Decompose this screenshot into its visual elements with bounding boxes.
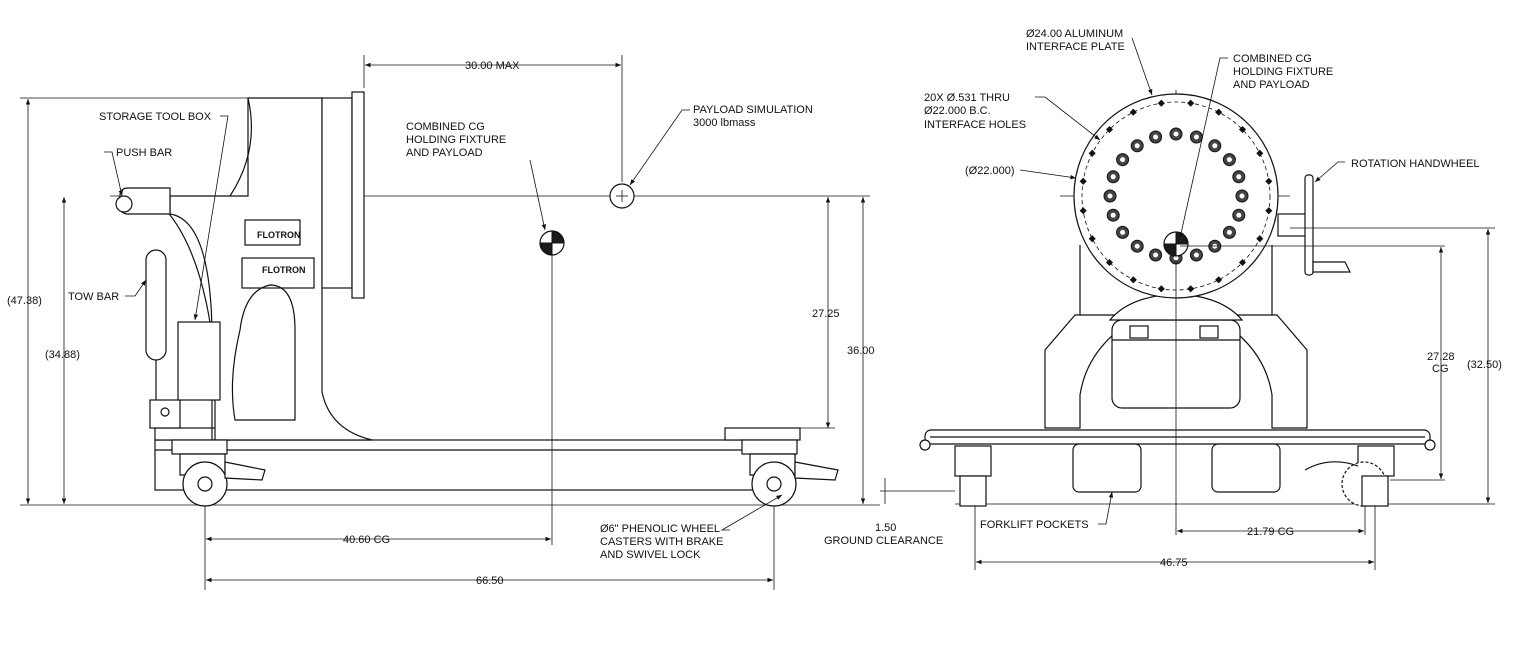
side-tow-bar [145,249,181,429]
side-caster-left [171,439,266,507]
logo-text-1: FLOTRON [257,230,301,240]
label-caster-line-1: Ø6" PHENOLIC WHEEL [600,523,720,535]
label-front-cg-line-3: AND PAYLOAD [1233,79,1310,91]
mounting-bolt [1149,248,1163,262]
dim-cg-height: 27.25 [812,308,840,320]
mounting-bolt [1103,189,1117,203]
label-bolt-circle: (Ø22.000) [965,165,1015,177]
front-caster-left [954,445,992,507]
logo-text-2: FLOTRON [262,265,306,275]
side-view [20,55,955,590]
side-caster-right [741,439,839,507]
label-payload-line-2: 3000 lbmass [693,117,756,129]
label-push-bar: PUSH BAR [116,147,172,159]
rotation-handwheel [1277,174,1351,276]
dim-front-overall-height: (32.50) [1467,359,1502,371]
label-combined-cg-line-2: HOLDING FIXTURE [406,134,506,146]
label-tow-bar: TOW BAR [68,291,119,303]
mounting-bolt [1149,130,1163,144]
mounting-bolt [1130,239,1144,253]
storage-tool-box-shape [177,321,221,401]
side-base-frame [154,427,801,491]
label-holes-line-1: 20X Ø.531 THRU [924,92,1010,104]
mounting-bolt [1208,139,1222,153]
front-caster-right [1304,445,1395,507]
label-holes-line-2: Ø22.000 B.C. [924,105,991,117]
label-front-cg-line-1: COMBINED CG [1233,53,1312,65]
label-front-cg-line-2: HOLDING FIXTURE [1233,66,1333,78]
mounting-bolt [1189,130,1203,144]
mounting-bolt [1235,189,1249,203]
label-ground-clearance: GROUND CLEARANCE [824,535,943,547]
label-combined-cg-line-3: AND PAYLOAD [406,147,483,159]
mounting-bolt [1106,208,1120,222]
dim-cg-length: 40.60 CG [343,534,390,546]
front-view [919,37,1495,570]
label-caster-line-3: AND SWIVEL LOCK [600,549,701,561]
logo-plate-1 [244,219,301,246]
dim-front-cg-height-label: CG [1432,363,1449,375]
side-push-bar [115,187,213,440]
front-view-text: Ø24.00 ALUMINUM INTERFACE PLATE 20X Ø.53… [924,28,1502,569]
label-forklift-pockets: FORKLIFT POCKETS [980,519,1089,531]
label-rotation-handwheel: ROTATION HANDWHEEL [1351,158,1480,170]
label-holes-line-3: INTERFACE HOLES [924,119,1026,131]
dim-wheelbase: 66.50 [476,575,504,587]
interface-plate [1073,93,1279,299]
mounting-bolt [1116,153,1130,167]
label-storage-tool-box: STORAGE TOOL BOX [99,111,212,123]
dim-cg-lateral: 21.79 CG [1247,526,1294,538]
mounting-bolt [1222,225,1236,239]
dim-overall-width: 46.75 [1160,557,1188,569]
label-combined-cg-line-1: COMBINED CG [406,121,485,133]
mounting-bolt [1222,153,1236,167]
mounting-bolt [1169,127,1183,141]
mounting-bolt [1189,248,1203,262]
dim-overall-height: (47.38) [7,295,42,307]
payload-simulation-marker [609,183,635,209]
side-cg-marker [539,230,565,545]
side-view-text: STORAGE TOOL BOX PUSH BAR TOW BAR COMBIN… [7,60,943,587]
mounting-bolt [1130,139,1144,153]
label-caster-line-2: CASTERS WITH BRAKE [600,536,723,548]
mounting-bolts [1103,127,1249,265]
mounting-bolt [1232,208,1246,222]
label-ground-clearance-value: 1.50 [875,522,896,534]
label-plate-line-1: Ø24.00 ALUMINUM [1026,28,1123,40]
front-base-frame [919,429,1436,493]
dim-max-length: 30.00 MAX [465,60,520,72]
label-payload-line-1: PAYLOAD SIMULATION [693,104,813,116]
dim-push-bar-height: (34.88) [45,349,80,361]
mounting-bolt [1106,170,1120,184]
dim-front-cg-height: 27.28 [1427,351,1455,363]
label-plate-line-2: INTERFACE PLATE [1026,41,1125,53]
mounting-bolt [1232,170,1246,184]
logo-plate-2 [241,257,315,289]
dim-interface-height: 36.00 [847,345,875,357]
mounting-bolt [1116,225,1130,239]
